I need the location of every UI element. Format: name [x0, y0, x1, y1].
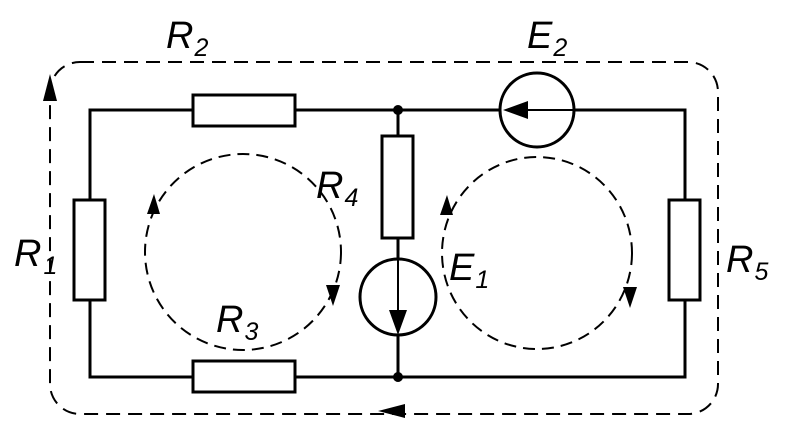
resistor-r5: [667, 198, 702, 302]
left-mesh-arrow-down: [326, 285, 340, 306]
resistor-r1: [72, 198, 107, 302]
label-r4: R4: [316, 165, 358, 212]
left-mesh-arrow-up: [147, 194, 160, 214]
resistor-r3: [191, 359, 297, 394]
label-r2: R2: [166, 15, 208, 62]
junction-bottom: [393, 372, 403, 382]
right-mesh-arrow-down: [623, 287, 637, 308]
label-e1: E1: [449, 247, 489, 294]
source-e2: [498, 71, 576, 149]
outer-loop: [49, 61, 719, 415]
source-e1: [358, 257, 438, 337]
outer-loop-arrow-up: [43, 74, 57, 101]
junction-top: [393, 105, 403, 115]
label-r5: R5: [726, 239, 768, 286]
resistor-r4: [380, 134, 415, 240]
label-r1: R1: [14, 233, 57, 280]
label-r3: R3: [216, 299, 258, 346]
resistor-r2: [191, 93, 297, 128]
label-e2: E2: [527, 15, 567, 62]
outer-loop-arrow-left: [378, 404, 405, 418]
left-mesh-loop: [144, 153, 342, 351]
right-mesh-loop: [441, 156, 633, 350]
right-mesh-arrow-up: [440, 195, 453, 215]
